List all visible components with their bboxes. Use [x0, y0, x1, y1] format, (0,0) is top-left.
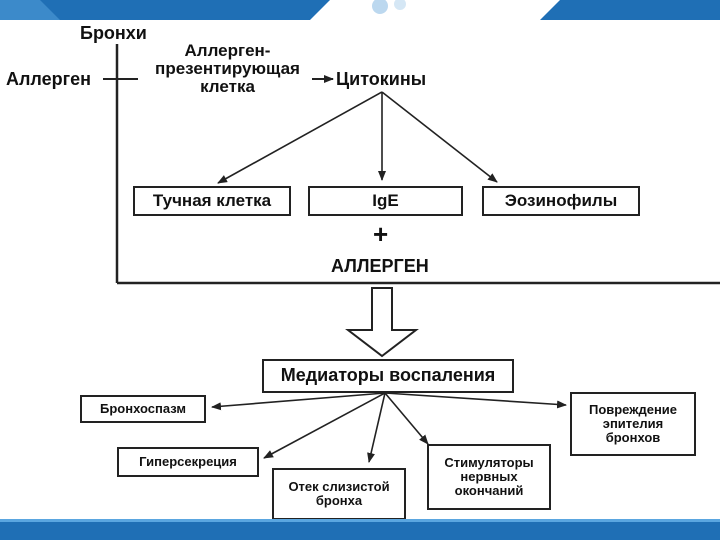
- eosinophils-text: Эозинофилы: [504, 190, 618, 210]
- edema-box: Отек слизистой бронха: [272, 468, 406, 520]
- arrow-to-edema: [367, 392, 386, 463]
- hypersecretion-box: Гиперсекреция: [117, 447, 259, 477]
- bronchospasm-box: Бронхоспазм: [80, 395, 206, 423]
- nerve-stimulators-box: Стимуляторы нервных окончаний: [427, 444, 551, 510]
- allergen-input-label: Аллерген: [6, 69, 92, 89]
- mediators-box: Медиаторы воспаления: [262, 359, 514, 393]
- epithelium-damage-text: Повреждение эпителия бронхов: [588, 401, 678, 446]
- mediators-text: Медиаторы воспаления: [280, 365, 496, 386]
- bronchospasm-text: Бронхоспазм: [100, 400, 186, 416]
- eosinophils-box: Эозинофилы: [482, 186, 640, 216]
- plus-sign: +: [373, 219, 389, 249]
- bottom-banner: [0, 519, 720, 540]
- bronchi-label: Бронхи: [80, 23, 147, 43]
- top-banner: [0, 0, 720, 20]
- bottom-banner-stripe: [0, 519, 720, 522]
- nerve-stimulators-text: Стимуляторы нервных окончаний: [444, 454, 534, 499]
- hypersecretion-text: Гиперсекреция: [139, 453, 237, 469]
- ige-text: IgE: [372, 190, 399, 210]
- arrow-to-epithelium: [384, 392, 567, 409]
- arrow-to-mast-cell: [217, 91, 383, 184]
- edema-text: Отек слизистой бронха: [288, 478, 390, 508]
- cytokines-label: Цитокины: [336, 69, 427, 89]
- top-banner-decoration: [0, 0, 560, 20]
- arrow-to-nerve: [384, 392, 429, 445]
- mast-cell-box: Тучная клетка: [133, 186, 291, 216]
- apc-label: Аллерген- презентирующая клетка: [155, 41, 300, 96]
- ige-box: IgE: [308, 186, 463, 216]
- mast-cell-text: Тучная клетка: [152, 190, 272, 210]
- epithelium-damage-box: Повреждение эпителия бронхов: [570, 392, 696, 456]
- arrow-to-hypersecretion: [263, 392, 386, 459]
- allergen-caps-label: АЛЛЕРГЕН: [331, 256, 429, 276]
- big-down-arrow: [345, 287, 419, 358]
- arrow-to-bronchospasm: [211, 392, 386, 411]
- arrow-to-eosinophils: [381, 91, 498, 183]
